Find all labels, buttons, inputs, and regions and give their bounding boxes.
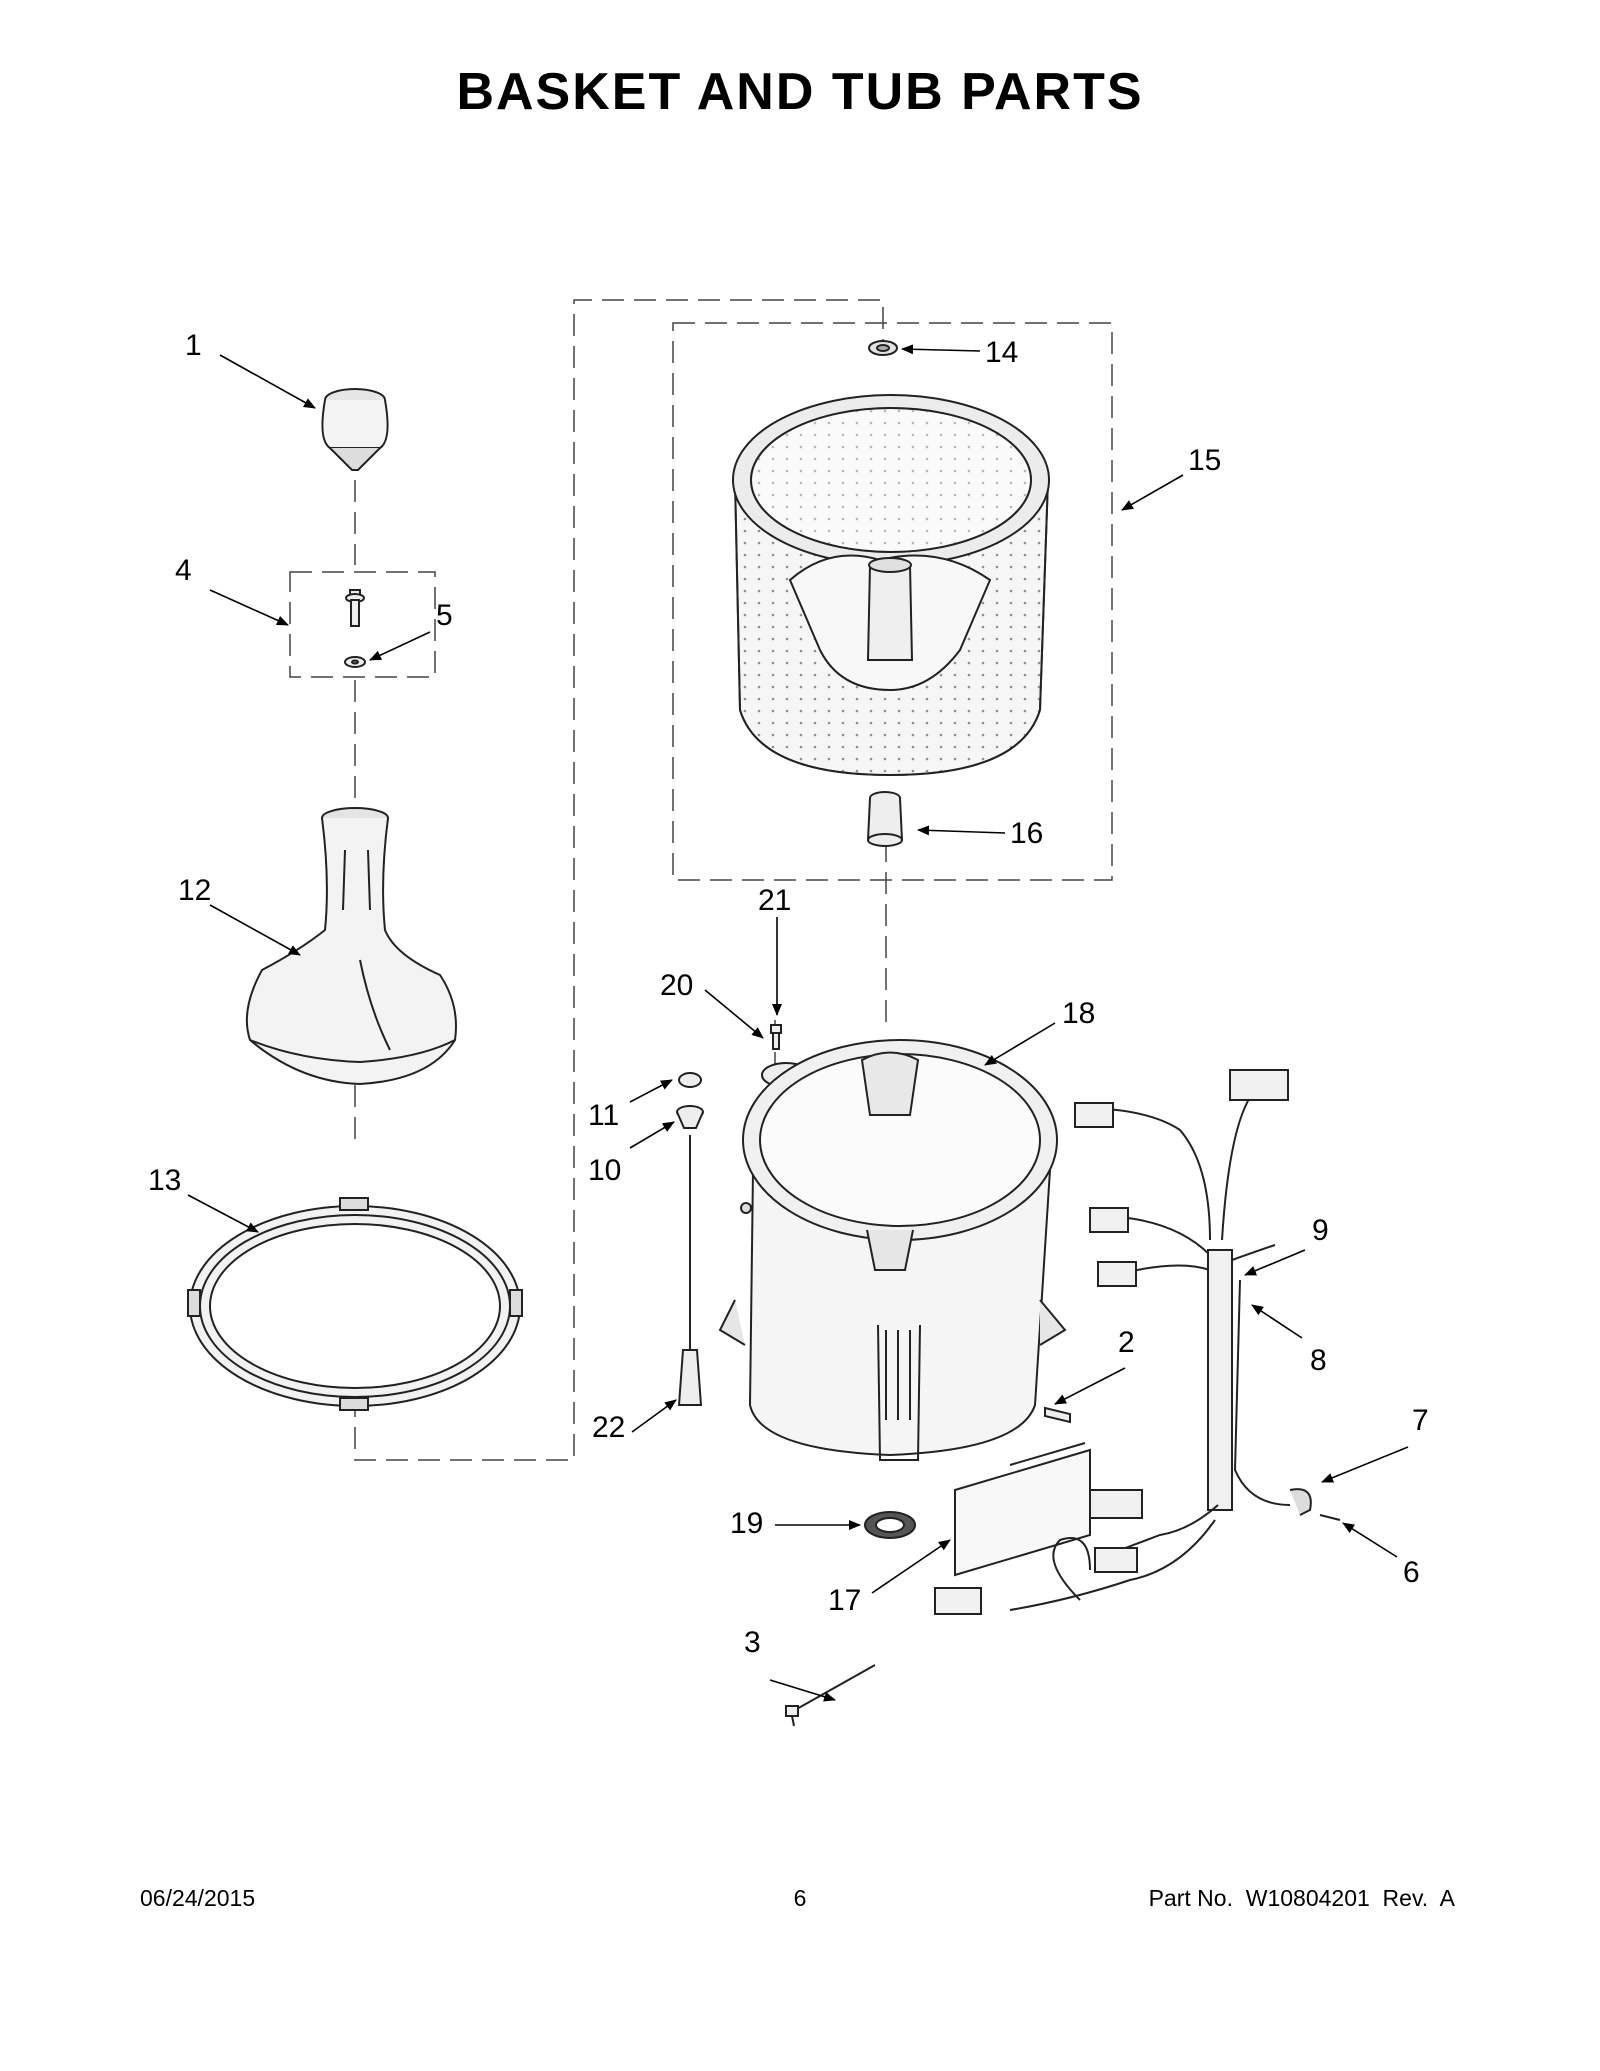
part-seal <box>864 1511 916 1539</box>
callout-18: 18 <box>1062 997 1095 1030</box>
callout-19: 19 <box>730 1507 763 1540</box>
part-outer-tub <box>718 1039 1067 1461</box>
leader-arrows <box>187 344 1409 1702</box>
callout-1: 1 <box>185 329 202 362</box>
callout-11: 11 <box>588 1099 619 1132</box>
callout-3: 3 <box>744 1626 761 1659</box>
callout-4: 4 <box>175 554 192 587</box>
page-title: BASKET AND TUB PARTS <box>456 63 1144 121</box>
callout-14: 14 <box>985 336 1018 369</box>
part-nut <box>868 340 898 356</box>
callout-numbers: 1 2 3 4 5 6 7 8 9 10 11 12 13 14 15 16 1… <box>148 329 1429 1659</box>
callout-16: 16 <box>1010 817 1043 850</box>
callout-21: 21 <box>758 884 791 917</box>
callout-8: 8 <box>1310 1344 1327 1377</box>
part-bolt-washer <box>344 589 366 668</box>
footer-date: 06/24/2015 <box>140 1885 256 1911</box>
part-balance-ring <box>187 1197 523 1411</box>
part-drive-hub <box>866 791 904 847</box>
callout-13: 13 <box>148 1164 181 1197</box>
callout-5: 5 <box>436 599 453 632</box>
part-agitator-cap <box>321 388 389 471</box>
callout-9: 9 <box>1312 1214 1329 1247</box>
part-pressure-assembly <box>676 1072 704 1406</box>
part-basket <box>732 394 1050 777</box>
assembly-dash-lines <box>289 299 1113 1461</box>
callout-22: 22 <box>592 1411 625 1444</box>
part-wire-harness <box>934 1069 1341 1615</box>
callout-2: 2 <box>1118 1326 1135 1359</box>
footer-part-number: Part No. W10804201 Rev. A <box>1148 1885 1455 1911</box>
callout-12: 12 <box>178 874 211 907</box>
callout-10: 10 <box>588 1154 621 1187</box>
callout-6: 6 <box>1403 1556 1420 1589</box>
callout-7: 7 <box>1412 1404 1429 1437</box>
footer-page-number: 6 <box>793 1885 807 1911</box>
part-screw <box>1044 1406 1071 1424</box>
part-agitator <box>245 807 457 1086</box>
callout-15: 15 <box>1188 444 1221 477</box>
callout-20: 20 <box>660 969 693 1002</box>
callout-17: 17 <box>828 1584 861 1617</box>
part-cable-tie <box>785 1664 876 1727</box>
part-shield-plate <box>954 1442 1091 1577</box>
